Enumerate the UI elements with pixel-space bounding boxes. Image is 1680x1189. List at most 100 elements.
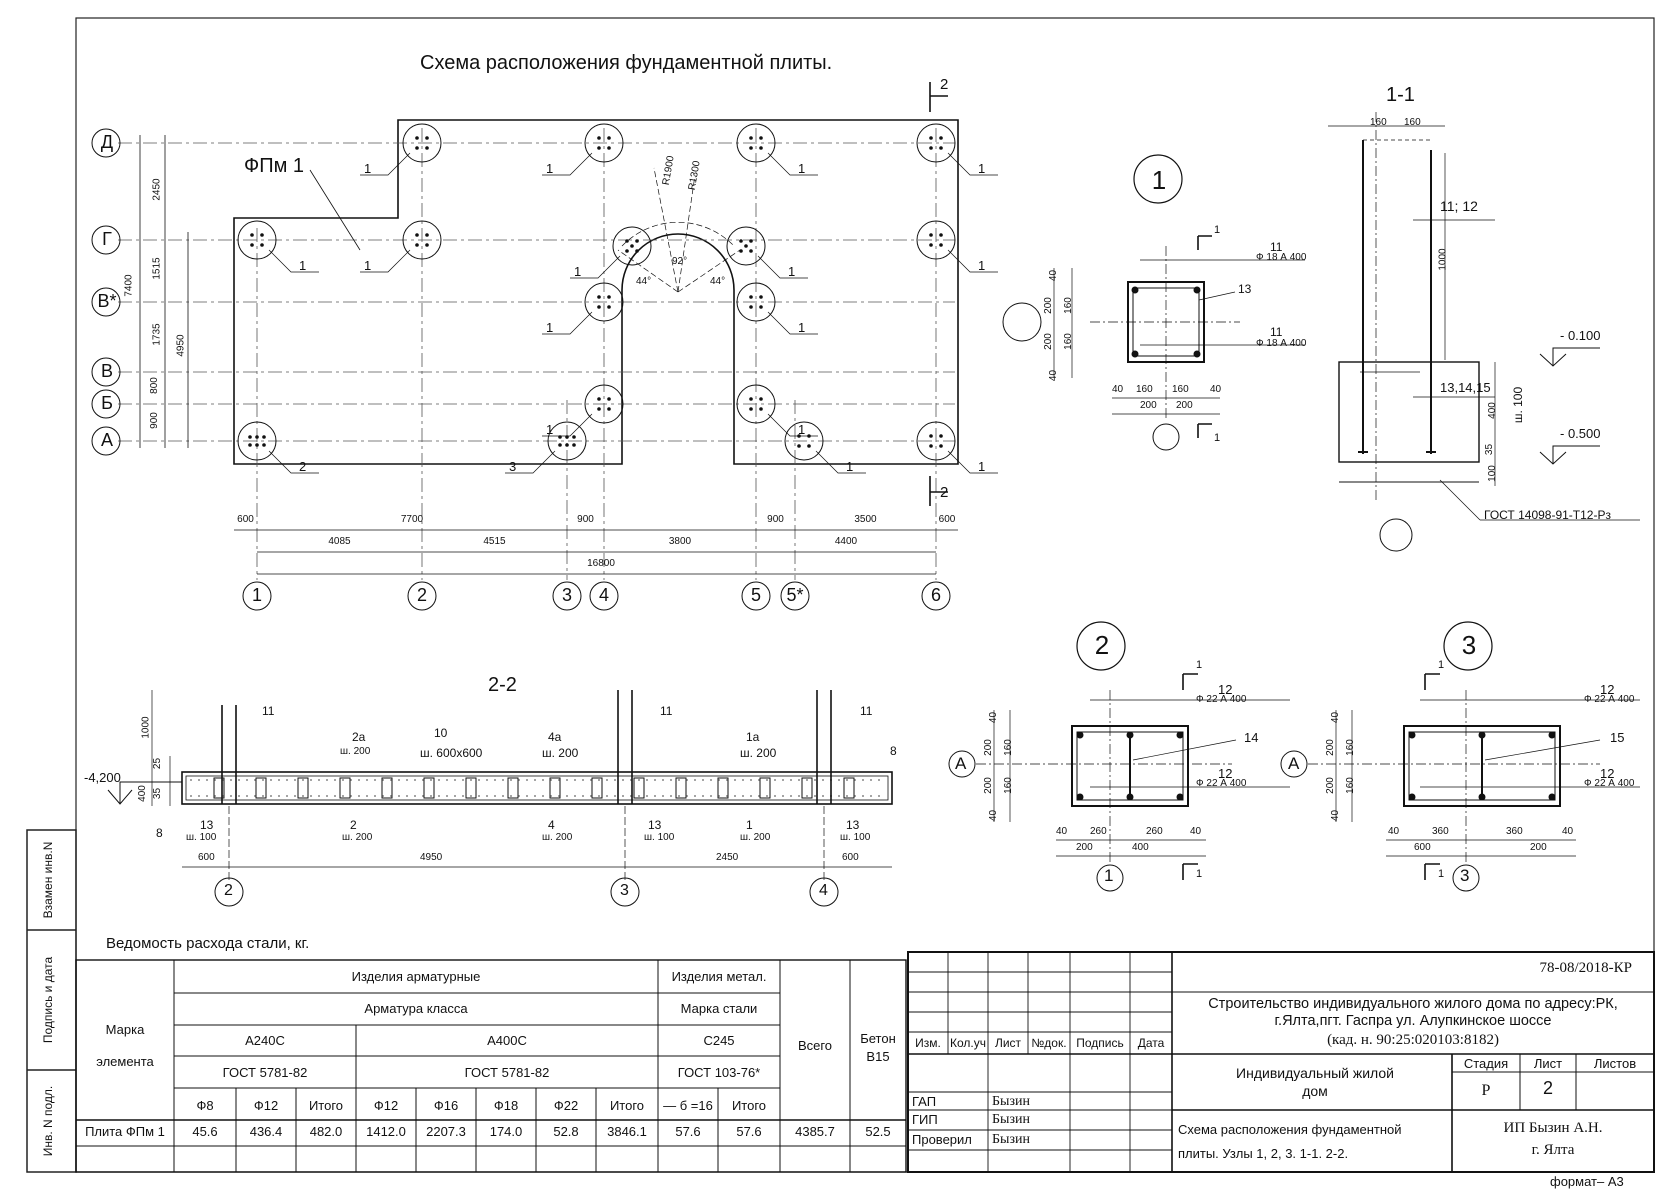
building-name: Индивидуальный жилой дом	[1236, 1065, 1394, 1099]
pile-mark: 3	[509, 459, 517, 474]
rebar-dot	[558, 443, 562, 447]
clamp	[339, 777, 351, 799]
sec22-bottom-label: 13	[200, 818, 214, 832]
node-2-hdim: 40	[1056, 826, 1068, 837]
node-1-vdim: 200	[1042, 333, 1054, 350]
clamp	[381, 777, 393, 799]
bottom-total: 16800	[587, 558, 615, 569]
node-2-hdim: 260	[1146, 826, 1163, 837]
rebar-dot	[759, 407, 763, 411]
rebar-dot	[415, 233, 419, 237]
h-a400: А400С	[487, 1033, 527, 1048]
side-label-sign-date: Подпись и дата	[41, 957, 55, 1044]
rebar-label: 12	[1600, 766, 1615, 781]
rebar-dot	[759, 146, 763, 150]
rebar-dot	[260, 233, 264, 237]
node-2-title: 2	[1094, 630, 1110, 660]
row-mark: Плита ФПм 1	[85, 1124, 165, 1139]
rebar-label: 12	[1600, 682, 1615, 697]
pile-leader	[542, 413, 593, 437]
rebar-dot	[759, 305, 763, 309]
row-value: 2207.3	[426, 1124, 466, 1139]
node-3-hdim: 40	[1562, 826, 1574, 837]
section-clamps	[213, 777, 855, 799]
axis-row-Д: Д	[100, 132, 114, 152]
rebar-dot	[425, 136, 429, 140]
rebar-spec: Ф 18 А 400	[1256, 252, 1307, 263]
left-dim: 2450	[151, 177, 163, 201]
rebar-dot	[739, 249, 743, 253]
rebar-dot	[749, 407, 753, 411]
pile	[736, 282, 776, 322]
steel-col-header: Ф16	[433, 1098, 459, 1113]
bottom-dim: 600	[938, 514, 956, 525]
rebar-dot	[939, 243, 943, 247]
clamp	[423, 777, 435, 799]
sheets-header: Листов	[1593, 1056, 1637, 1071]
section-2-2-drawing	[107, 690, 893, 907]
rebar-dot	[597, 397, 601, 401]
pile-mark: 1	[798, 161, 806, 176]
rebar-dot	[597, 305, 601, 309]
rebar-dot	[635, 249, 639, 253]
rebar-dot	[807, 434, 811, 438]
h-a240: А240С	[245, 1033, 285, 1048]
rebar-dot	[807, 444, 811, 448]
slab-mark: ФПм 1	[244, 155, 305, 177]
node-3-hdim2: 200	[1530, 842, 1547, 853]
section-mark-top: 2	[940, 76, 949, 93]
pile-leader	[542, 152, 593, 176]
pile	[916, 220, 956, 260]
rebar-dot	[749, 295, 753, 299]
format-label: формат– А3	[1550, 1174, 1624, 1189]
clamp	[549, 777, 561, 799]
axis-bubble-row	[91, 426, 121, 456]
rebar-dot	[929, 136, 933, 140]
rebar-dot	[625, 249, 629, 253]
rebar-dot	[597, 407, 601, 411]
node-2-hdim: 260	[1090, 826, 1107, 837]
steel-col-header: — б =16	[663, 1098, 713, 1113]
node-2-drawing	[948, 621, 1290, 892]
rebar-dot	[929, 146, 933, 150]
rebar-dot	[929, 233, 933, 237]
sec22-bottom-label: ш. 200	[740, 832, 771, 843]
node-3-sect-mark: 1	[1438, 868, 1445, 880]
node-3-hdim: 360	[1506, 826, 1523, 837]
rebar-dot	[759, 136, 763, 140]
node-2-sect-mark: 1	[1196, 868, 1203, 880]
rebar-dot	[939, 434, 943, 438]
pile-group	[237, 123, 998, 474]
node-3-vdim: 200	[1324, 777, 1336, 794]
section-1-1-title: 1-1	[1386, 84, 1415, 106]
sheet-header: Лист	[1533, 1056, 1563, 1071]
stamp-header: Изм.	[915, 1036, 941, 1050]
axis-row-Б: Б	[101, 393, 113, 413]
rebar-dot	[749, 305, 753, 309]
rebar-dot	[565, 443, 569, 447]
node-3-title: 3	[1461, 630, 1477, 660]
pile-mark: 1	[846, 459, 854, 474]
rebar-spec: Ф 22 А 400	[1584, 694, 1635, 705]
pile-mark: 1	[546, 161, 554, 176]
sec22-vdim: 25	[152, 757, 164, 770]
rebar-dot	[630, 244, 634, 248]
sec22-bottom-label: 13	[846, 818, 860, 832]
pile	[916, 123, 956, 163]
bottom-dim: 4400	[834, 536, 858, 547]
sec11-h400: 400	[1486, 402, 1498, 419]
node-1-vdim: 160	[1062, 333, 1074, 350]
h-arm: Изделия арматурные	[351, 969, 481, 984]
rebar-spec: Ф 22 А 400	[1196, 778, 1247, 789]
node-3-hdim: 40	[1388, 826, 1400, 837]
steel-col-header: Ф12	[373, 1098, 399, 1113]
pile	[584, 123, 624, 163]
rebar-dot	[749, 146, 753, 150]
sec22-top-label: 10	[434, 726, 448, 740]
node-2-axis: А	[955, 754, 967, 773]
node-2-vdim: 40	[988, 711, 1000, 724]
pile-leader	[815, 450, 866, 474]
angle-44-right: 44°	[710, 276, 726, 287]
node-3-hdim: 360	[1432, 826, 1449, 837]
steel-col-header: Ф12	[253, 1098, 279, 1113]
